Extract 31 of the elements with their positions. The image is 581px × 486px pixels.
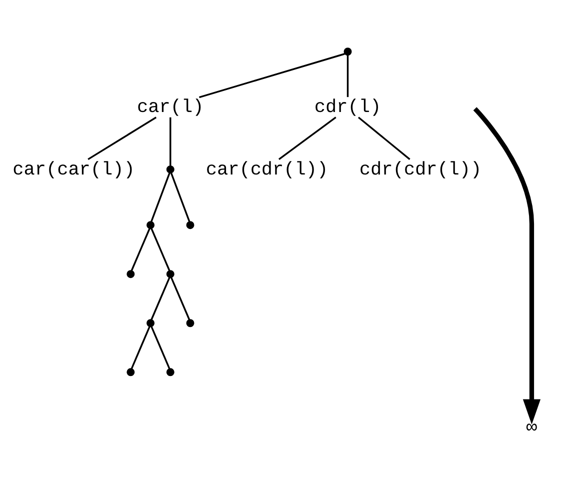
connector <box>150 277 170 320</box>
node-dot <box>126 368 135 376</box>
connector <box>346 55 349 98</box>
node-text: car(cdr(l)) <box>206 159 328 180</box>
node-dot <box>186 221 194 230</box>
node-dot <box>146 221 155 230</box>
connector <box>170 277 190 320</box>
node-text: car(car(l)) <box>12 159 135 180</box>
connector <box>198 53 345 98</box>
connector <box>150 172 170 222</box>
node-dot <box>186 319 194 328</box>
connector <box>130 326 150 370</box>
node-dot <box>166 368 174 376</box>
connector <box>358 116 410 160</box>
node-text: car(l) <box>137 97 204 118</box>
node-text: cdr(cdr(l)) <box>359 159 482 180</box>
connector <box>130 228 150 272</box>
node-dot <box>166 270 174 278</box>
node-text: cdr(l) <box>314 97 382 118</box>
connector <box>170 172 190 222</box>
connector <box>170 117 172 166</box>
node-text: ∞ <box>526 418 538 439</box>
connector <box>150 326 170 370</box>
connector <box>88 116 157 160</box>
arrow <box>473 107 541 424</box>
node-dot <box>344 48 352 56</box>
node-dot <box>146 319 155 328</box>
node-dot <box>166 165 174 174</box>
connector <box>278 116 336 160</box>
connector <box>150 228 170 272</box>
node-dot <box>126 270 135 278</box>
